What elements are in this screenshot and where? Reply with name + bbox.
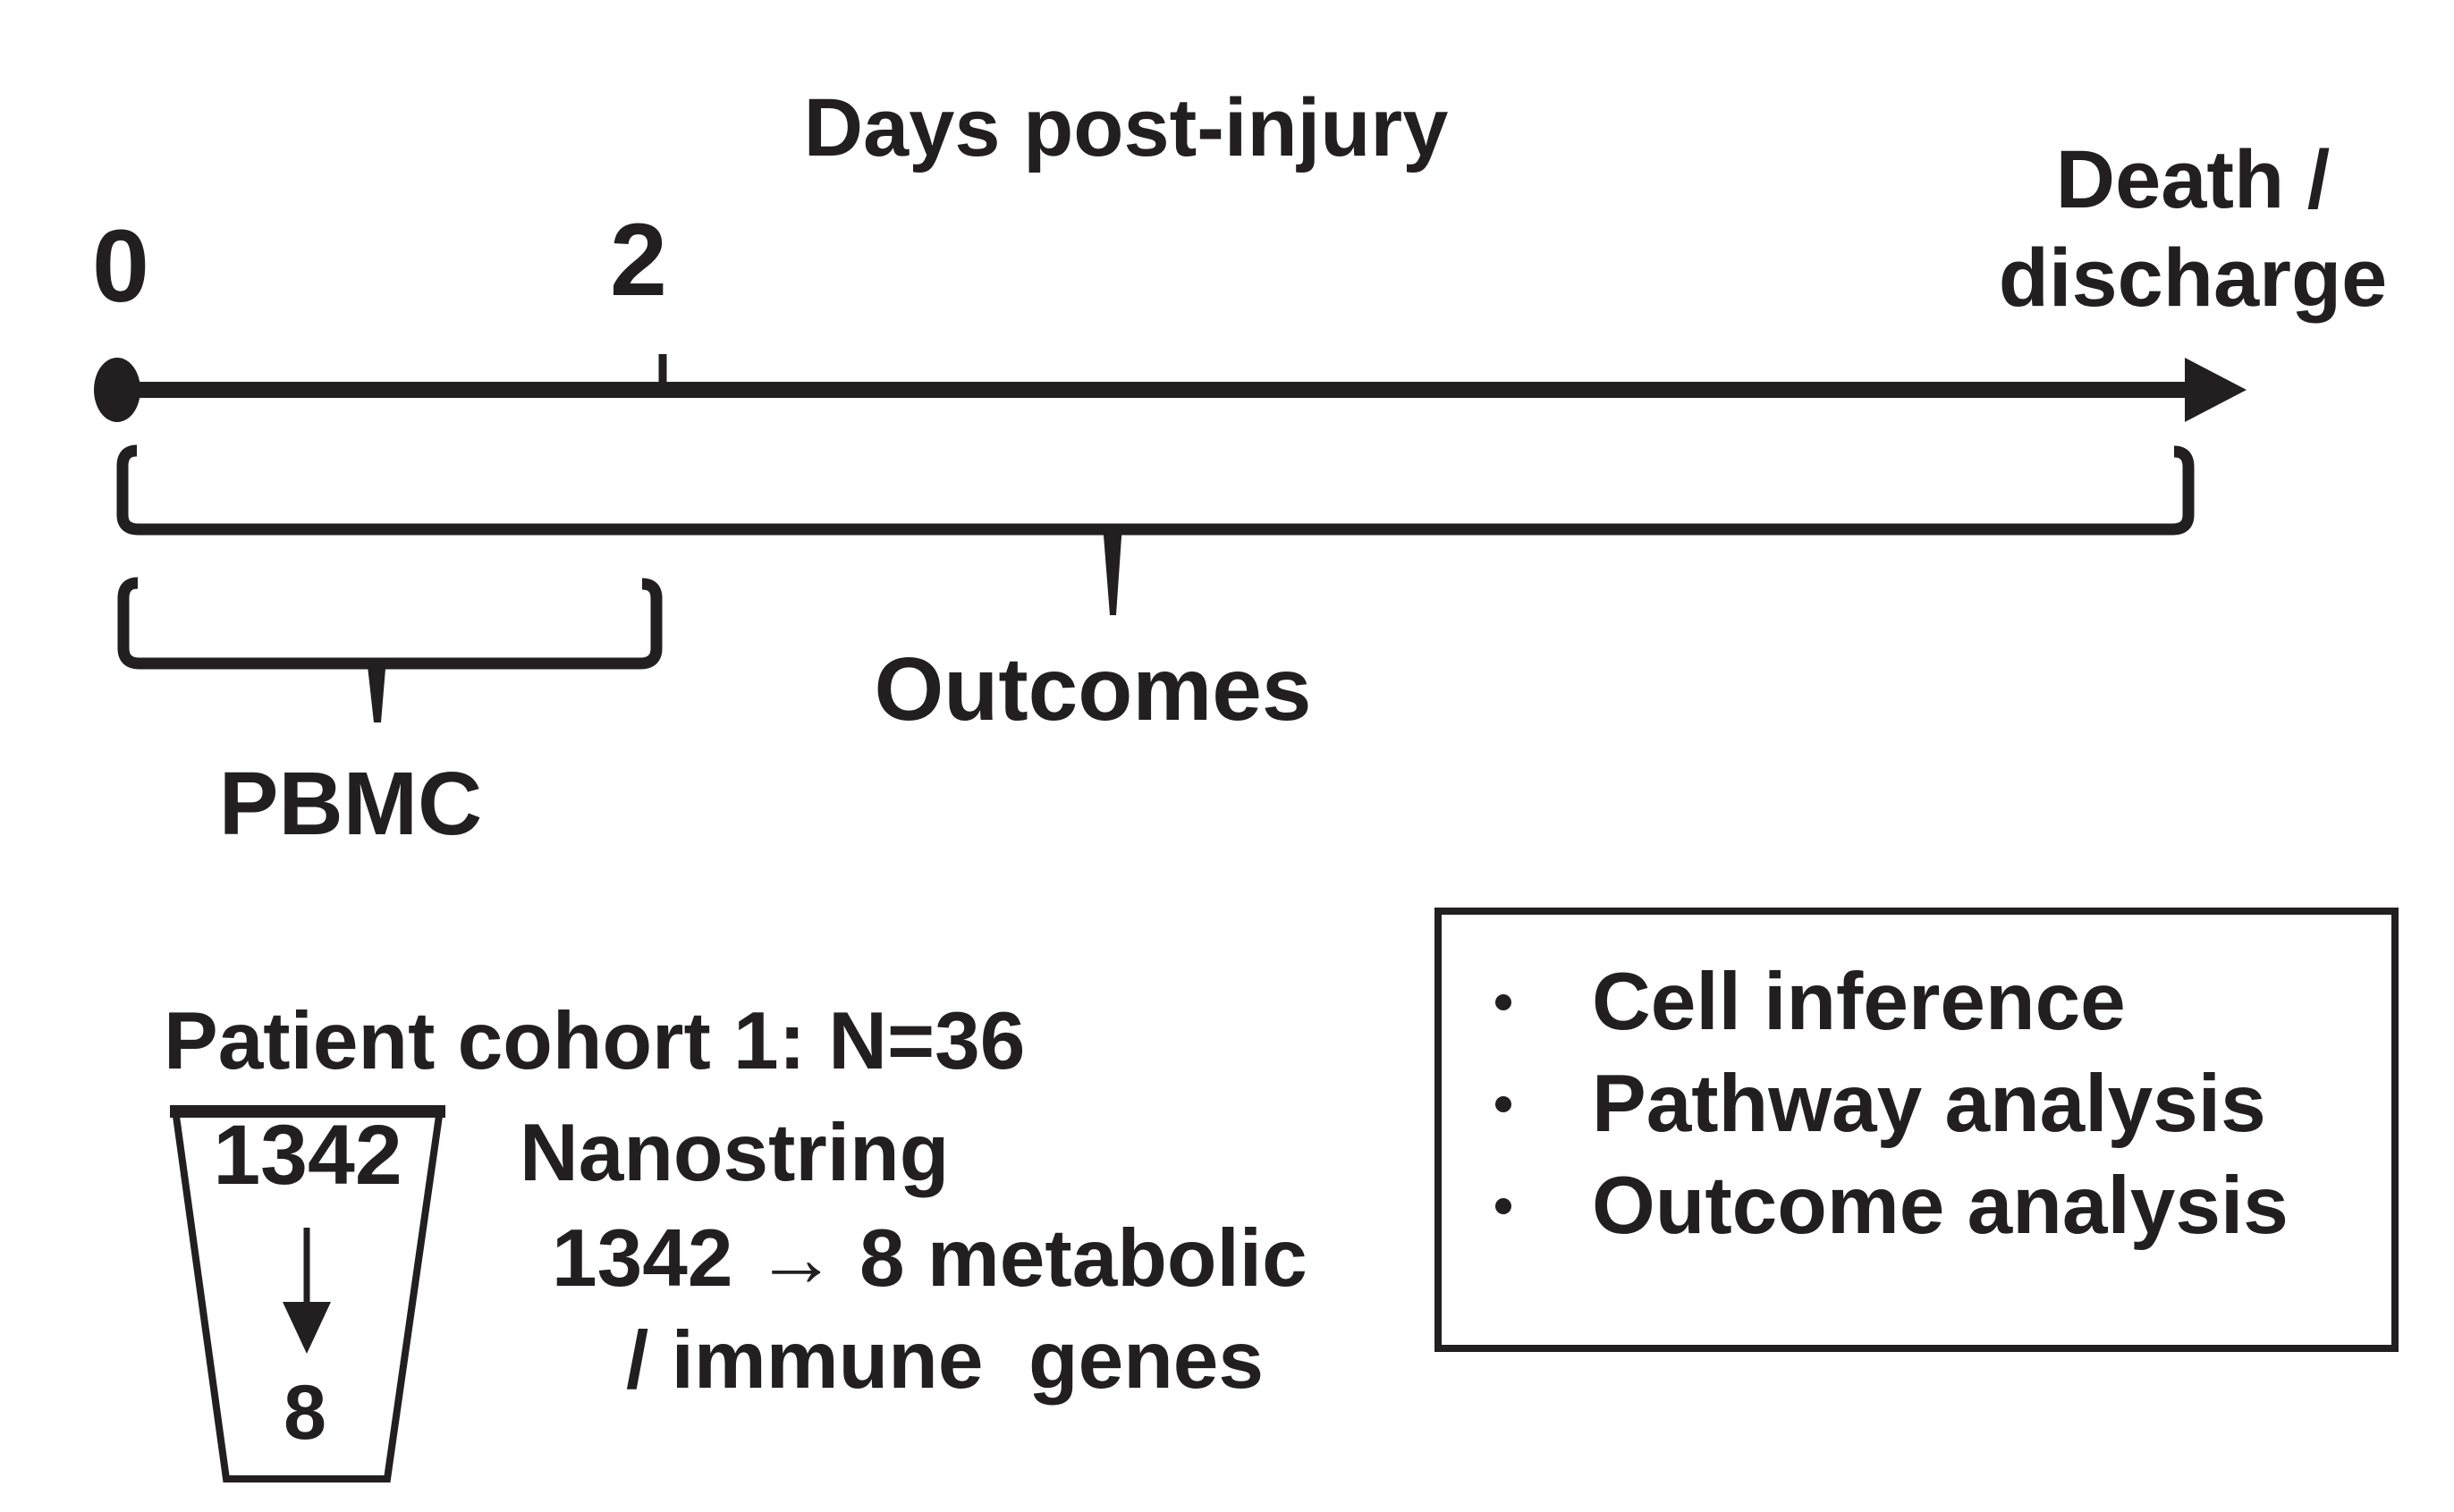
analysis-item: Pathway analysis: [1434, 1053, 2266, 1155]
analysis-box: [1434, 908, 2399, 1352]
bullet-icon: [1495, 1096, 1511, 1112]
cohort-title: Patient cohort 1: N=36: [164, 996, 1026, 1086]
analysis-item-label: Outcome analysis: [1592, 1161, 2289, 1251]
outcomes-brace: [116, 444, 2195, 536]
timeline-endpoint-line1: Death /: [2055, 134, 2331, 225]
funnel-output-count: 8: [283, 1370, 326, 1456]
timeline-day2-label: 2: [610, 203, 667, 317]
bullet-icon: [1495, 994, 1511, 1010]
analysis-item-label: Pathway analysis: [1592, 1059, 2266, 1149]
analysis-item-label: Cell inference: [1592, 957, 2126, 1047]
assay-detail-line1: 1342 → 8 metabolic: [552, 1213, 1307, 1304]
funnel-input-count: 1342: [213, 1108, 402, 1203]
analysis-item: Outcome analysis: [1434, 1155, 2289, 1257]
funnel-down-arrow-icon: [283, 1228, 331, 1354]
timeline-start-dot: [94, 358, 140, 422]
bullet-icon: [1495, 1198, 1511, 1214]
timeline-endpoint-line2: discharge: [1998, 232, 2388, 324]
pbmc-brace-label: PBMC: [218, 754, 483, 854]
timeline-axis-title: Days post-injury: [803, 82, 1449, 173]
analysis-item: Cell inference: [1434, 951, 2126, 1053]
timeline-day0-label: 0: [92, 209, 149, 324]
outcomes-brace-label: Outcomes: [874, 639, 1312, 739]
outcomes-brace-point: [1103, 524, 1122, 615]
assay-detail-line2: / immune genes: [626, 1315, 1265, 1406]
timeline-arrowhead-icon: [2185, 358, 2247, 422]
assay-name: Nanostring: [520, 1108, 950, 1198]
timeline-endpoint-label: Death / discharge: [1999, 131, 2388, 327]
pbmc-brace-point: [367, 658, 386, 722]
pbmc-brace: [117, 577, 663, 670]
